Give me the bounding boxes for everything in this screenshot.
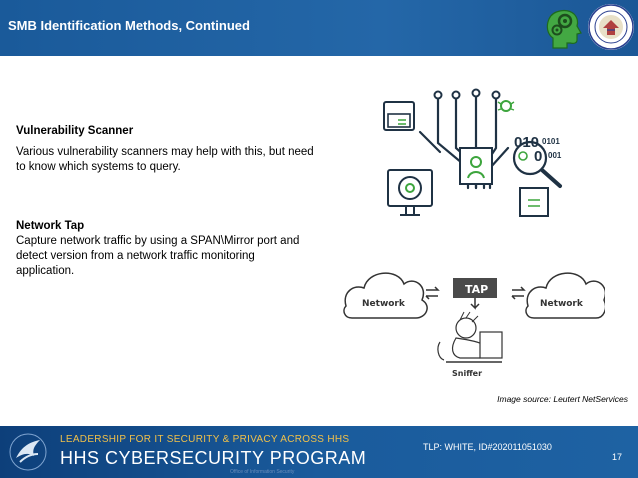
tlp-marking: TLP: WHITE, ID#202011051030 [423,442,552,452]
slide-footer: LEADERSHIP FOR IT SECURITY & PRIVACY ACR… [0,426,638,478]
hhs-eagle-logo-icon [9,433,47,471]
slide-header: SMB Identification Methods, Continued [0,0,638,56]
section-vulnerability-scanner: Vulnerability Scanner Various vulnerabil… [16,124,316,175]
footer-tagline: LEADERSHIP FOR IT SECURITY & PRIVACY ACR… [60,434,350,445]
tap-label: TAP [465,283,488,296]
footer-office: Office of Information Security [230,469,295,475]
footer-program-name: HHS CYBERSECURITY PROGRAM [60,448,367,468]
section-heading: Vulnerability Scanner [16,125,134,137]
brain-gears-icon [546,9,582,49]
page-number: 17 [612,452,623,462]
section-heading: Network Tap [16,220,85,232]
section-body: Various vulnerability scanners may help … [16,146,314,173]
binary-text: 010 [514,134,539,151]
slide-title: SMB Identification Methods, Continued [8,18,250,33]
image-source-caption: Image source: Leutert NetServices [497,394,628,404]
binary-text: 0101 [542,137,560,146]
section-network-tap: Network Tap Capture network traffic by u… [16,219,316,279]
network-tap-illustration: Network Network TAP Sniffer [343,272,605,378]
network-right-label: Network [540,299,584,309]
hhs-seal-icon [588,4,634,50]
vulnerability-scanner-illustration: 010 0101 0 001 [383,88,562,217]
binary-text: 0 [534,148,542,165]
binary-text: 001 [548,151,562,160]
sniffer-label: Sniffer [452,369,482,378]
section-body: Capture network traffic by using a SPAN\… [16,235,300,277]
network-left-label: Network [362,299,406,309]
